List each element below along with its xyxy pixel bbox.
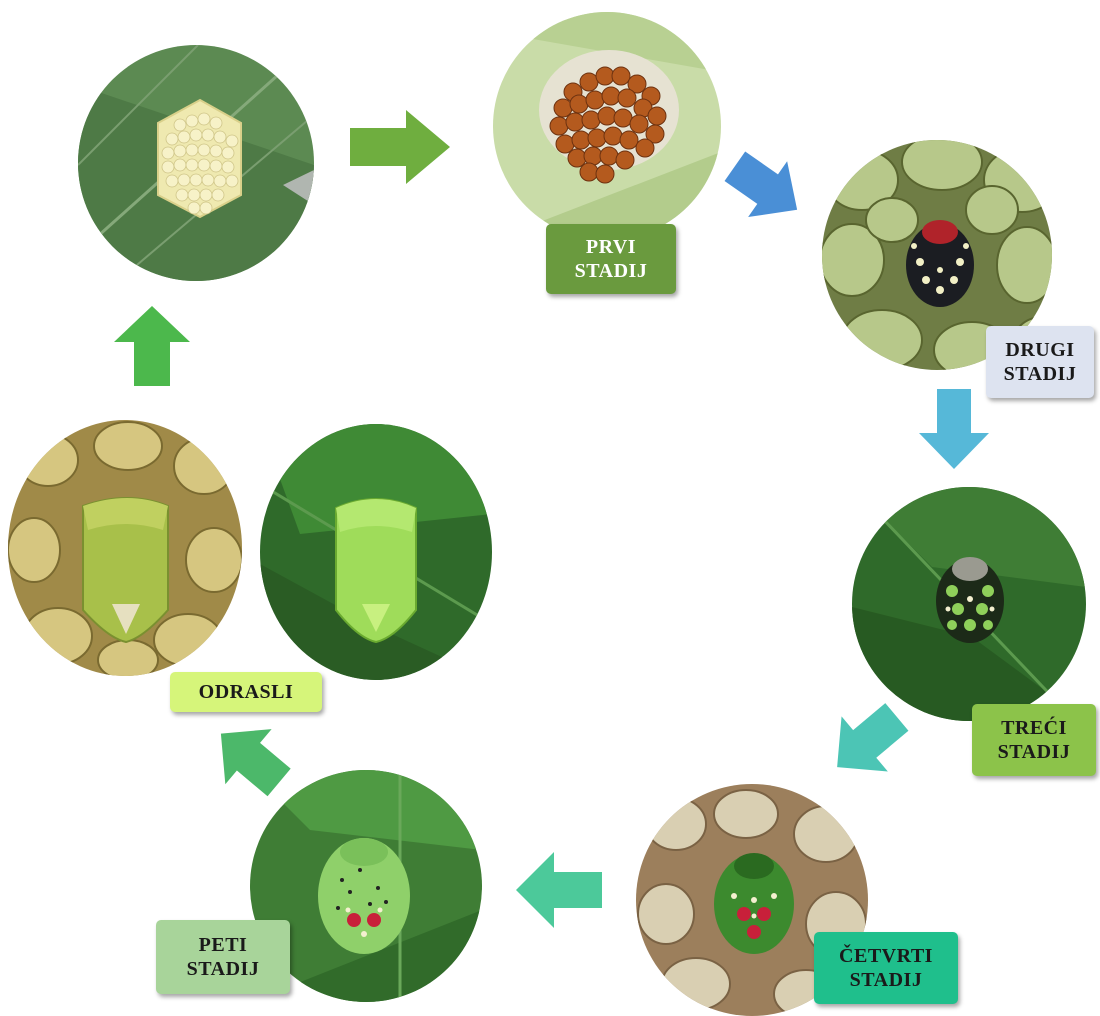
arrow-eggs-to-prvi xyxy=(350,110,450,184)
arrow-shape xyxy=(350,110,450,184)
first-instar-nymphs-photo xyxy=(493,12,721,240)
adult-bug-on-leaf-photo xyxy=(260,424,492,680)
adult-bug-on-seeds-photo xyxy=(8,420,242,676)
arrow-prvi-to-drugi xyxy=(713,135,819,241)
label-prvi-stadij: PRVI STADIJ xyxy=(546,224,676,294)
arrow-treci-to-cetvrti xyxy=(814,689,920,794)
label-drugi-stadij: DRUGI STADIJ xyxy=(986,326,1094,398)
third-instar-nymph-photo xyxy=(852,487,1086,721)
arrow-drugi-to-treci xyxy=(919,389,989,469)
egg-cluster-photo xyxy=(78,45,314,281)
arrow-odrasli-to-eggs xyxy=(114,306,190,386)
arrow-peti-to-odrasli xyxy=(198,706,303,810)
label-peti-stadij: PETI STADIJ xyxy=(156,920,290,994)
label-cetvrti-stadij: ČETVRTI STADIJ xyxy=(814,932,958,1004)
label-treci-stadij: TREĆI STADIJ xyxy=(972,704,1096,776)
arrow-cetvrti-to-peti xyxy=(516,852,602,928)
label-odrasli: ODRASLI xyxy=(170,672,322,712)
